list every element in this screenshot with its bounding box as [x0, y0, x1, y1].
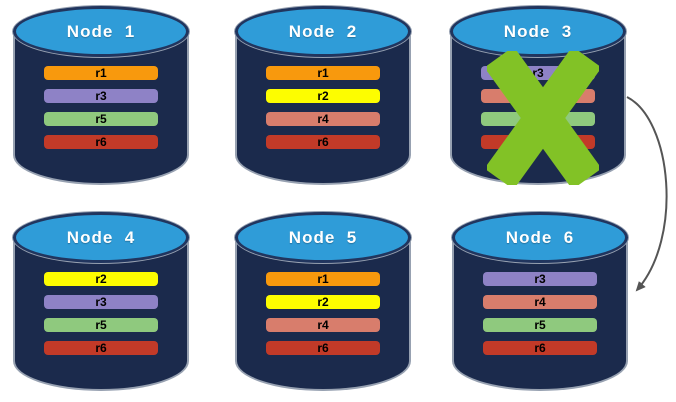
node-1-title: Node 1 [66, 21, 136, 41]
node-2-replicas: r1 r2 r4 r6 [235, 66, 411, 158]
node-1-cylinder-top: Node 1 [13, 6, 189, 57]
node-5-replicas: r1 r2 r4 r6 [235, 272, 411, 364]
replica-bar-r2: r2 [44, 272, 158, 286]
node-4: Node 4 r2 r3 r5 r6 [13, 212, 189, 391]
node-3: Node 3 r3 [450, 6, 626, 185]
replica-bar-r2: r2 [266, 89, 380, 103]
replica-bar-r5: r5 [483, 318, 597, 332]
replica-bar-r4: r4 [266, 318, 380, 332]
node-2: Node 2 r1 r2 r4 r6 [235, 6, 411, 185]
replica-bar-r5: r5 [44, 112, 158, 126]
node-4-cylinder-top: Node 4 [13, 212, 189, 263]
node-6: Node 6 r3 r4 r5 r6 [452, 212, 628, 391]
node-1-replicas: r1 r3 r5 r6 [13, 66, 189, 158]
node-4-replicas: r2 r3 r5 r6 [13, 272, 189, 364]
node-4-title: Node 4 [66, 227, 136, 247]
failover-arrow-path [626, 96, 668, 292]
replica-bar-r6: r6 [44, 341, 158, 355]
node-2-title: Node 2 [288, 21, 358, 41]
node-6-title: Node 6 [505, 227, 575, 247]
node-6-cylinder-top: Node 6 [452, 212, 628, 263]
replica-bar-r1: r1 [266, 66, 380, 80]
replica-bar-r3: r3 [483, 272, 597, 286]
replica-bar-r3: r3 [44, 295, 158, 309]
replica-bar-r3: r3 [44, 89, 158, 103]
replica-bar-r1: r1 [266, 272, 380, 286]
node-5: Node 5 r1 r2 r4 r6 [235, 212, 411, 391]
replica-bar-r6: r6 [266, 341, 380, 355]
node-1: Node 1 r1 r3 r5 r6 [13, 6, 189, 185]
node-2-cylinder-top: Node 2 [235, 6, 411, 57]
node-5-title: Node 5 [288, 227, 358, 247]
replica-bar-r6: r6 [266, 135, 380, 149]
replica-bar-r4: r4 [266, 112, 380, 126]
replica-bar-r1: r1 [44, 66, 158, 80]
node-3-title: Node 3 [503, 21, 573, 41]
node-3-cylinder-top: Node 3 [450, 6, 626, 57]
replica-bar-r6: r6 [483, 341, 597, 355]
replica-bar-r5: r5 [44, 318, 158, 332]
replica-bar-r4: r4 [483, 295, 597, 309]
node-4-cylinder-body [13, 237, 189, 391]
node-6-replicas: r3 r4 r5 r6 [452, 272, 628, 364]
node-5-cylinder-top: Node 5 [235, 212, 411, 263]
replica-bar-r6: r6 [44, 135, 158, 149]
failure-x-icon [487, 51, 599, 185]
replica-bar-r2: r2 [266, 295, 380, 309]
